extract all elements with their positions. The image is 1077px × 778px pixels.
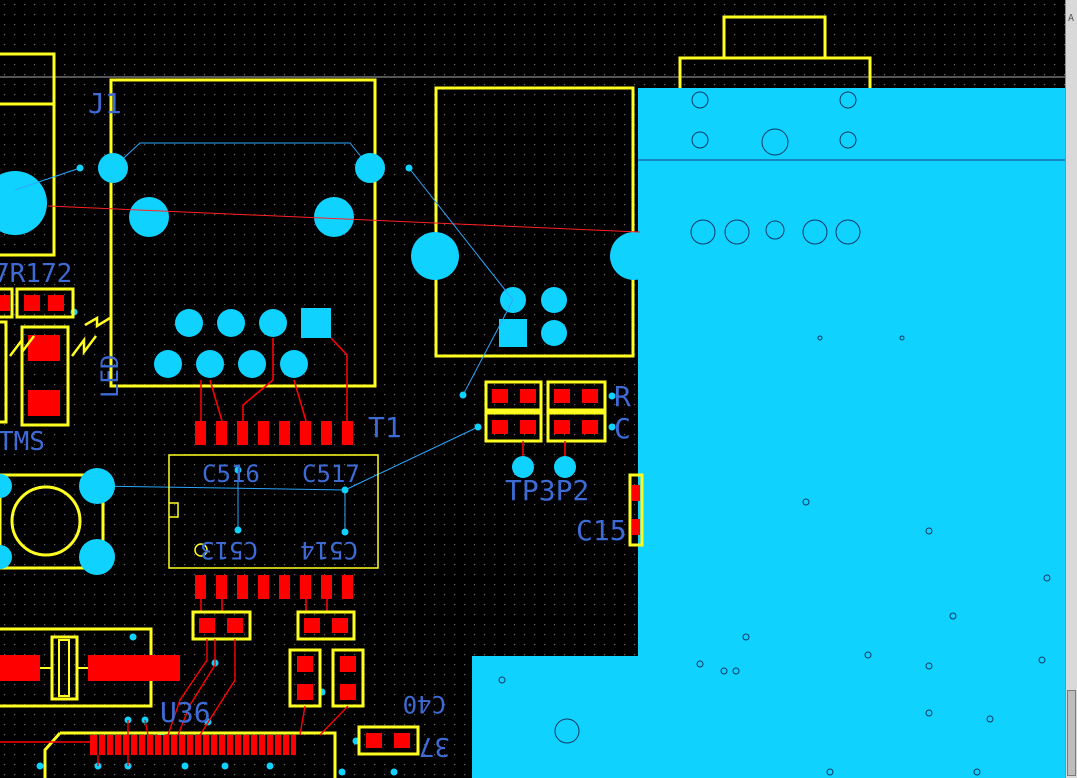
left-edge-component	[0, 52, 56, 257]
tp2-pad	[554, 456, 576, 478]
tactile-switch	[0, 468, 115, 575]
designator-37: 37	[419, 731, 450, 761]
scrollbar-thumb[interactable]	[1067, 690, 1076, 776]
designators: J1 7R172 LED TMS T1 C516 C517 C513 C514 …	[0, 87, 631, 761]
designator-t1: T1	[368, 411, 402, 444]
rj-connector-2	[411, 86, 658, 358]
connector-outline-top	[678, 15, 872, 88]
t1-transformer	[168, 337, 379, 612]
ratsnest	[14, 167, 641, 532]
crystal	[0, 627, 180, 708]
smd-caps-center	[484, 380, 607, 456]
copper-pour	[472, 88, 1065, 778]
designator-led: LED	[96, 355, 124, 398]
designator-r172: 7R172	[0, 259, 72, 289]
designator-c517: C517	[302, 460, 360, 488]
designator-ms: TMS	[0, 427, 45, 457]
designator-c-bottom: C40	[403, 690, 446, 718]
designator-c513: C513	[200, 536, 258, 564]
designator-c516: C516	[202, 460, 260, 488]
tp3-pad	[512, 456, 534, 478]
vertical-scrollbar[interactable]: A	[1065, 0, 1077, 778]
designator-r-right: R	[614, 380, 631, 413]
designator-tp3p2: TP3P2	[505, 474, 589, 507]
designator-u36: U36	[160, 696, 211, 729]
led-resistor-group	[0, 287, 111, 427]
j1-connector	[98, 78, 385, 388]
designator-c15: C15	[576, 514, 627, 547]
designator-c-right: C	[614, 412, 631, 445]
designator-j1: J1	[88, 87, 122, 120]
mounting-hole-left	[0, 171, 47, 235]
smd-caps-lower	[191, 473, 644, 756]
u36-ic	[0, 639, 349, 778]
scrollbar-marker: A	[1068, 13, 1075, 24]
designator-c514: C514	[300, 536, 358, 564]
